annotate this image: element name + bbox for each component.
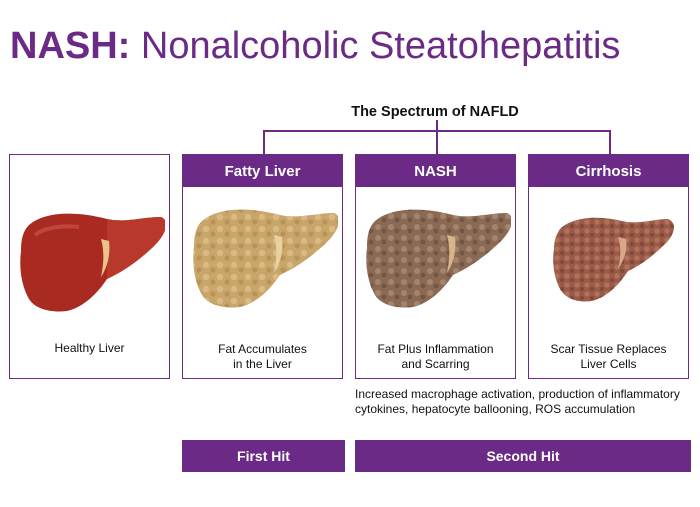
stage-card-cirrhosis: Cirrhosis Scar Tissue Replaces Liver Cel… — [528, 154, 689, 379]
fatty-liver-illustration — [193, 209, 338, 308]
stage-caption-cirrhosis: Scar Tissue Replaces Liver Cells — [550, 342, 667, 371]
stage-caption-nash: Fat Plus Inflammation and Scarring — [377, 342, 494, 371]
first-hit-bar: First Hit — [182, 440, 345, 472]
bracket-drop-cirrhosis — [609, 130, 611, 154]
stage-caption-healthy: Healthy Liver — [54, 341, 125, 355]
title-full-name: Nonalcoholic Steatohepatitis — [130, 25, 621, 67]
stage-header-nash: NASH — [356, 155, 515, 187]
bracket-drop-nash — [436, 120, 438, 154]
stage-caption-fatty-liver: Fat Accumulates in the Liver — [218, 342, 307, 371]
stage-card-healthy: Healthy Liver — [9, 154, 170, 379]
nash-liver-illustration — [366, 209, 511, 308]
stage-card-fatty-liver: Fatty Liver Fat Accumulates in the Liver — [182, 154, 343, 379]
stage-card-nash: NASH Fat Plus Inflammation and Scarring — [355, 154, 516, 379]
second-hit-bar: Second Hit — [355, 440, 691, 472]
page-title: NASH: Nonalcoholic Steatohepatitis — [10, 20, 620, 72]
stage-header-fatty-liver: Fatty Liver — [183, 155, 342, 187]
second-hit-description: Increased macrophage activation, product… — [355, 387, 680, 416]
cirrhosis-liver-illustration — [553, 217, 674, 302]
title-acronym: NASH: — [10, 25, 131, 67]
spectrum-label: The Spectrum of NAFLD — [351, 104, 519, 120]
bracket-drop-fatty — [263, 130, 265, 154]
stage-header-cirrhosis: Cirrhosis — [529, 155, 688, 187]
healthy-liver-illustration — [20, 213, 165, 312]
